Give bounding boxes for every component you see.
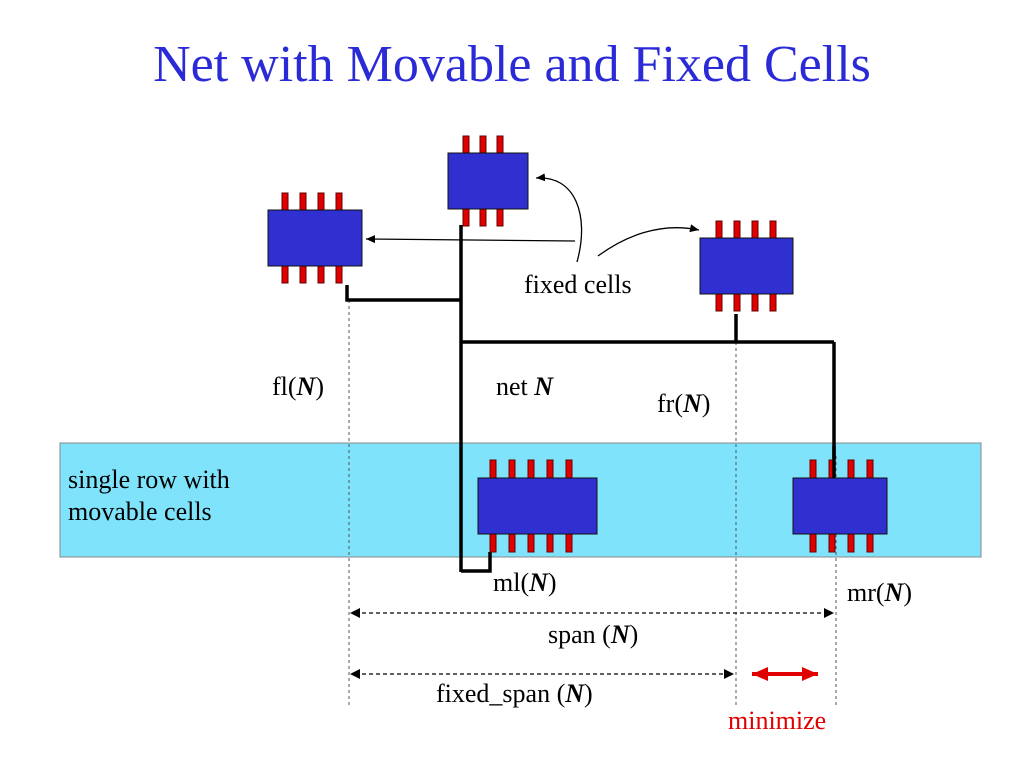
ml-n: N [529,568,548,597]
fixed-span-arrowhead-left [350,669,360,679]
fixed-cell-left [267,192,363,284]
span-label: span (N) [548,620,638,650]
mr-label: mr(N) [847,578,912,608]
fl-n: N [296,372,316,401]
span-arrowheads [350,608,834,679]
ml-close: ) [547,568,557,597]
mr-close: ) [903,578,912,607]
arrow-to-top-cell [535,173,583,263]
net-wire-bottom [461,552,492,573]
net-prefix: net [496,372,535,401]
span-arrowhead-right [824,608,834,618]
fixed-cell-right [699,220,794,312]
net-wires [345,225,836,573]
row-label-line1: single row with [68,465,230,494]
fl-prefix: fl( [272,372,297,401]
fixed-cell-top [447,135,529,227]
ml-prefix: ml( [493,568,530,597]
fr-n: N [682,389,702,418]
fixed-span-n: N [565,679,585,708]
net-label: net N [496,372,553,402]
arrow-to-right-cell [597,224,700,257]
fr-close: ) [701,389,711,418]
span-n: N [610,620,630,649]
fixed-span-label: fixed_span (N) [436,679,593,709]
ml-label: ml(N) [493,568,557,598]
fixed-cells-label: fixed cells [524,270,632,299]
row-label: single row with movable cells [68,464,230,528]
fl-label: fl(N) [272,372,324,402]
fixed-span-close: ) [584,679,593,708]
fl-close: ) [315,372,324,401]
mr-prefix: mr( [847,578,885,607]
fixed-span-prefix: fixed_span ( [436,679,566,708]
span-arrowhead-left [350,608,360,618]
slide-title: Net with Movable and Fixed Cells [153,36,871,93]
movable-cell-right [792,459,888,553]
mr-n: N [884,578,904,607]
net-n: N [534,372,554,401]
span-prefix: span ( [548,620,611,649]
movable-cell-left [477,459,598,553]
row-label-line2: movable cells [68,497,212,526]
fr-prefix: fr( [657,389,683,418]
fixed-cells-arrows [365,173,700,263]
span-arrows [355,612,830,675]
fr-label: fr(N) [657,389,710,419]
arrow-to-left-cell [365,235,576,244]
span-close: ) [629,620,639,649]
minimize-label: minimize [728,706,827,735]
net-wire-left [345,285,461,302]
fixed-span-arrowhead-right [724,669,734,679]
